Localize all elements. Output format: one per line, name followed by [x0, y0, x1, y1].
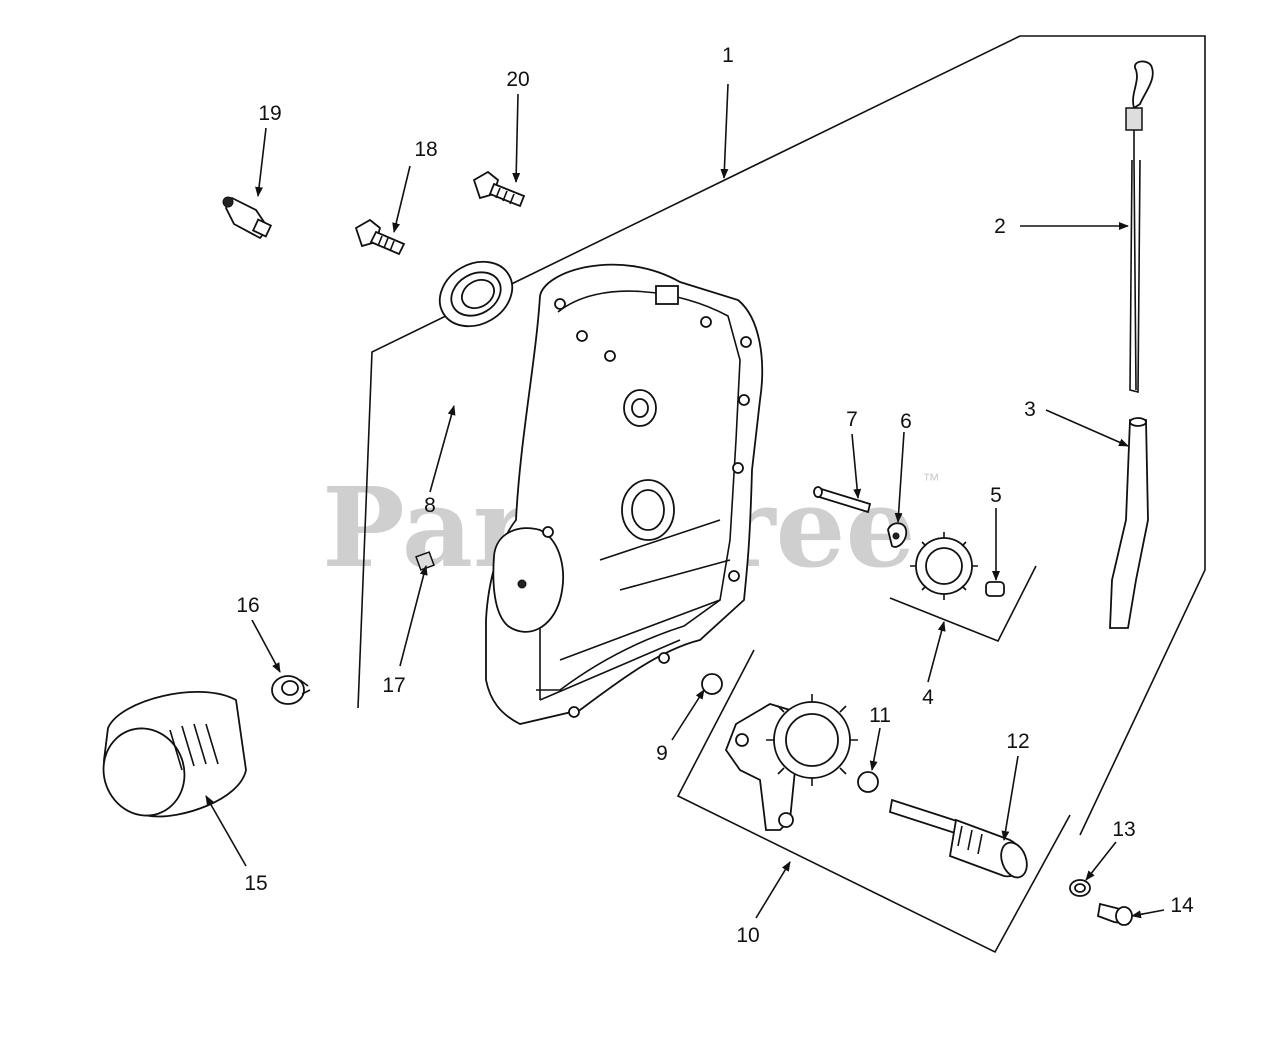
gear-4-part — [910, 532, 978, 600]
callout-20: 20 — [506, 68, 529, 91]
subassembly-4-boundary — [889, 565, 1037, 643]
pump-shaft-12-part — [888, 798, 1028, 879]
bolt-18-part — [354, 218, 406, 256]
callout-6: 6 — [900, 410, 912, 433]
callout-4: 4 — [922, 686, 934, 709]
callout-2: 2 — [994, 215, 1006, 238]
assembly-boundary — [357, 35, 1206, 836]
callout-14: 14 — [1170, 894, 1194, 917]
leader-lines — [205, 83, 1165, 919]
pin-7-part — [813, 486, 872, 514]
callout-3: 3 — [1024, 398, 1036, 421]
callout-18: 18 — [414, 138, 437, 161]
oil-pressure-sensor-part — [222, 196, 273, 240]
callout-16: 16 — [236, 594, 259, 617]
oil-seal-part — [438, 260, 514, 328]
callout-15: 15 — [244, 872, 267, 895]
callout-5: 5 — [990, 484, 1002, 507]
o-ring-11-part — [857, 771, 879, 793]
bolt-20-part — [472, 170, 526, 208]
o-ring-9-part — [701, 673, 723, 695]
callout-11: 11 — [869, 704, 891, 727]
callout-7: 7 — [846, 408, 858, 431]
clip-6-part — [887, 522, 908, 548]
callout-19: 19 — [258, 102, 281, 125]
dipstick-tube-part — [1109, 417, 1149, 629]
callout-9: 9 — [656, 742, 668, 765]
callout-17: 17 — [382, 674, 405, 697]
drain-plug-16-part — [271, 675, 311, 705]
callout-10: 10 — [736, 924, 759, 947]
callout-8: 8 — [424, 494, 436, 517]
washer-13-part — [1069, 879, 1091, 897]
callout-labels: 1 2 3 4 5 6 7 8 9 10 11 12 13 14 15 16 1… — [236, 44, 1194, 947]
watermark-trademark: ™ — [922, 470, 940, 490]
pin-5-part — [985, 581, 1005, 597]
subassembly-10-boundary — [676, 649, 1071, 954]
dipstick-part — [1125, 60, 1154, 394]
bolt-14-part — [1096, 902, 1133, 926]
crankcase-cover-part — [485, 263, 764, 725]
callout-12: 12 — [1006, 730, 1029, 753]
oil-filter-part — [102, 691, 247, 818]
callout-1: 1 — [722, 44, 734, 67]
oil-pump-10-part — [724, 694, 858, 831]
callout-13: 13 — [1112, 818, 1135, 841]
